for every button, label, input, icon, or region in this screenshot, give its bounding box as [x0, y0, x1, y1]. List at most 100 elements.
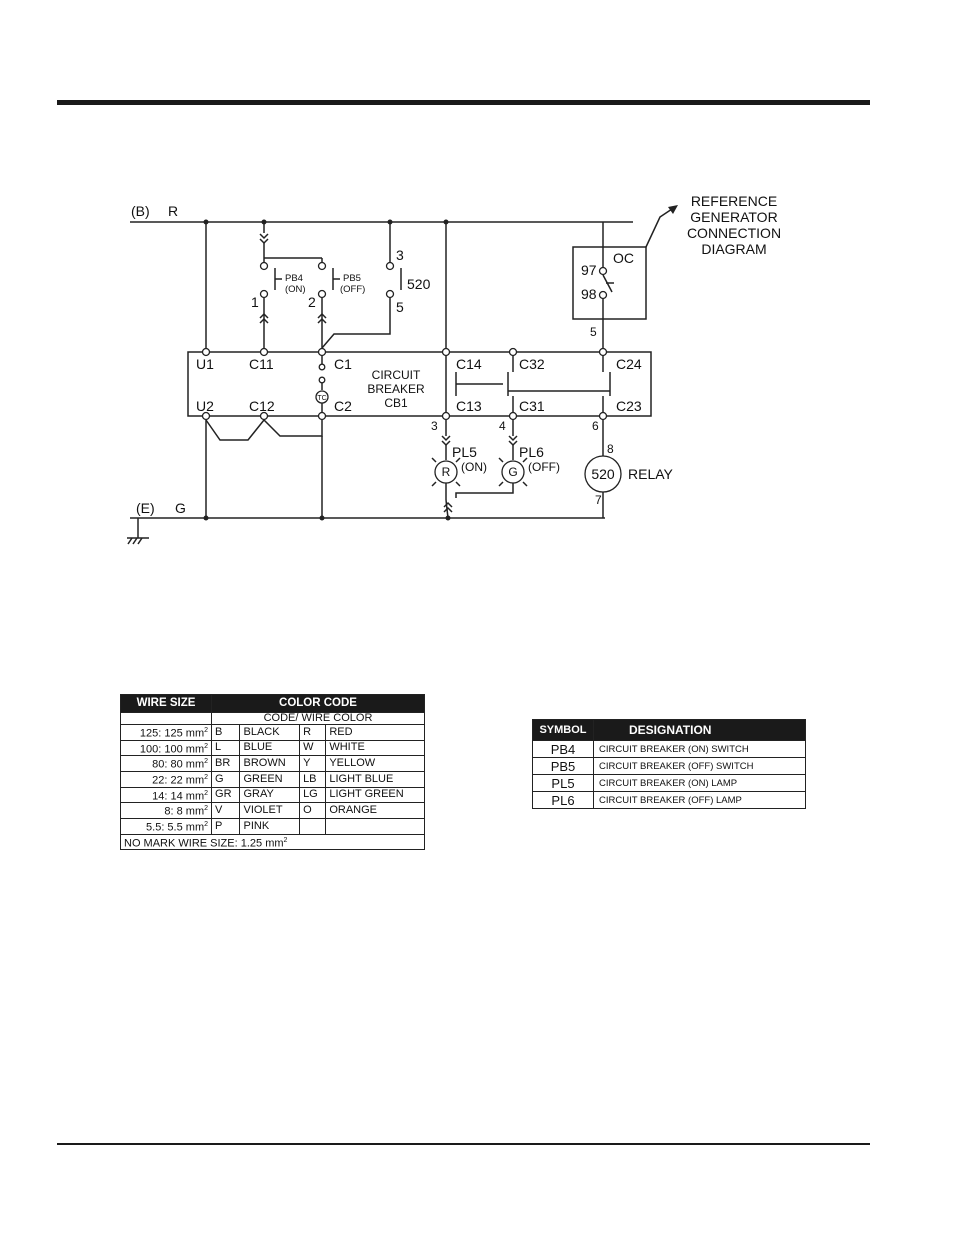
connector-arrow-icon: [443, 501, 453, 513]
color-name-cell-text: ORANGE: [329, 804, 378, 817]
terminal-c24: C24: [616, 356, 642, 372]
code-subheader: CODE/ WIRE COLOR: [211, 712, 425, 725]
wire-size-cell: 22: 22 mm2: [119, 770, 213, 788]
code-cell-text: R: [303, 725, 312, 738]
code-cell: LB: [299, 770, 327, 788]
code-cell: G: [211, 770, 241, 788]
code-cell: L: [211, 739, 241, 757]
color-name-cell: [325, 817, 425, 835]
designation-cell: CIRCUIT BREAKER (ON) LAMP: [593, 774, 806, 792]
color-name-cell: BROWN: [239, 755, 301, 772]
connector-arrow-icon: [317, 312, 327, 324]
code-cell: O: [299, 802, 327, 819]
code-cell-text: LG: [303, 788, 318, 801]
table-cell: [119, 712, 213, 725]
color-name-cell: ORANGE: [325, 802, 425, 819]
code-cell-text: V: [215, 804, 223, 817]
code-cell: LG: [299, 786, 327, 804]
reference-line-2: GENERATOR: [690, 209, 777, 225]
unit-superscript: 2: [204, 773, 209, 781]
code-cell: P: [211, 817, 241, 835]
wire-size-cell: 5.5: 5.5 mm2: [119, 817, 213, 835]
wire-size-cell: 125: 125 mm2: [119, 724, 213, 741]
unit-superscript: 2: [204, 820, 209, 828]
color-name-cell: YELLOW: [325, 755, 425, 772]
contact-pin-3: 3: [396, 247, 404, 263]
reference-line-4: DIAGRAM: [701, 241, 766, 257]
code-cell-text: L: [215, 741, 222, 754]
terminal-c2: C2: [334, 398, 352, 414]
pl6-state: (OFF): [528, 460, 560, 474]
footer-text: NO MARK WIRE SIZE: 1.25 mm: [124, 837, 284, 850]
color-name-cell: PINK: [239, 817, 301, 835]
wire-number-1: 1: [251, 294, 259, 310]
wire-number-4: 4: [499, 419, 506, 433]
footer-sup: 2: [283, 836, 288, 844]
code-cell-text: Y: [303, 757, 311, 770]
wire-size-cell: 80: 80 mm2: [119, 755, 213, 772]
bus-b-label: (B): [131, 203, 150, 219]
designation-cell: CIRCUIT BREAKER (OFF) SWITCH: [593, 757, 806, 775]
bus-e-label: (E): [136, 500, 155, 516]
symbol-cell: PL5: [532, 774, 594, 792]
oc-pin-98: 98: [581, 286, 597, 302]
designation-cell: CIRCUIT BREAKER (ON) SWITCH: [593, 740, 806, 758]
bus-r-label: R: [168, 203, 178, 219]
contact-pin-5: 5: [396, 299, 404, 315]
color-name-cell: GRAY: [239, 786, 301, 804]
connector-arrow-icon: [441, 435, 451, 447]
breaker-title-1: CIRCUIT: [372, 368, 421, 382]
terminal-c1: C1: [334, 356, 352, 372]
code-cell-text: BR: [215, 757, 231, 770]
pl5-label: PL5: [452, 444, 477, 460]
unit-superscript: 2: [204, 789, 209, 797]
terminal-c11: C11: [249, 356, 274, 372]
color-name-cell: LIGHT GREEN: [325, 786, 425, 804]
color-name-cell-text: VIOLET: [243, 804, 283, 817]
wire-size-cell: 100: 100 mm2: [119, 739, 213, 757]
trip-coil-label: TC: [317, 395, 326, 402]
color-name-cell-text: BLACK: [243, 725, 280, 738]
wire-size-cell: 14: 14 mm2: [119, 786, 213, 804]
reference-line-1: REFERENCE: [691, 193, 777, 209]
code-cell: GR: [211, 786, 241, 804]
wire-size-cell-text: 5.5: 5.5 mm: [146, 821, 205, 834]
color-name-cell: WHITE: [325, 739, 425, 757]
wire-size-header: WIRE SIZE: [119, 694, 213, 713]
code-cell: [299, 817, 327, 835]
pb4-label: PB4: [285, 273, 303, 284]
code-cell-text: W: [303, 741, 314, 754]
code-cell-text: B: [215, 725, 223, 738]
unit-superscript: 2: [204, 758, 209, 766]
terminal-c14: C14: [456, 356, 482, 372]
color-name-cell: RED: [325, 724, 425, 741]
pb4-state: (ON): [285, 284, 306, 295]
wire-size-cell-text: 14: 14 mm: [152, 790, 205, 803]
oc-contact-icon: [602, 274, 614, 293]
header-rule: [57, 100, 870, 105]
designation-header: DESIGNATION: [593, 719, 806, 741]
footer-rule: [57, 1143, 870, 1145]
color-name-cell: LIGHT BLUE: [325, 770, 425, 788]
terminal-c13: C13: [456, 398, 482, 414]
connector-arrow-icon: [508, 435, 518, 447]
wire-number-3: 3: [431, 419, 438, 433]
relay-number: 520: [591, 466, 615, 482]
connector-arrow-icon: [259, 312, 269, 324]
code-cell: Y: [299, 755, 327, 772]
breaker-title-2: BREAKER: [367, 382, 425, 396]
color-name-cell-text: GRAY: [243, 788, 274, 801]
connector-arrow-icon: [259, 233, 269, 245]
color-name-cell-text: WHITE: [329, 741, 365, 754]
code-cell-text: G: [215, 772, 224, 785]
pl6-letter: G: [508, 465, 517, 479]
unit-superscript: 2: [204, 742, 209, 750]
color-name-cell-text: LIGHT BLUE: [329, 772, 394, 785]
